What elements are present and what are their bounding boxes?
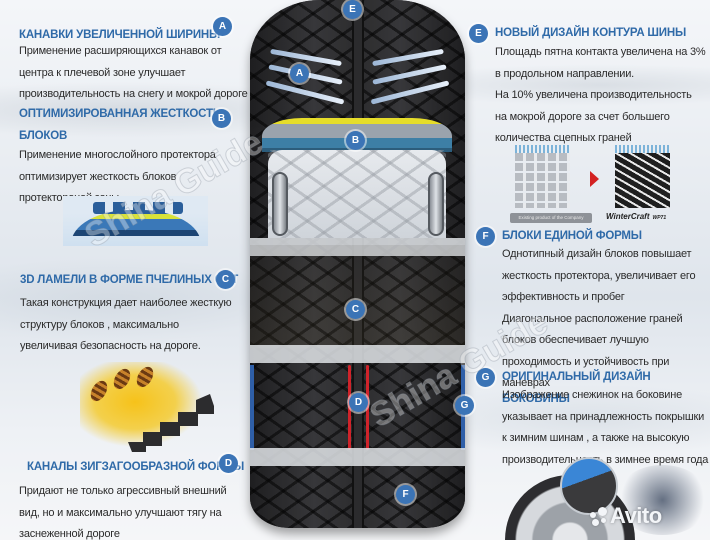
feature-c-title: 3D ламели в форме пчелиных сот [20,274,239,286]
feature-f-badge: F [476,227,495,246]
tire-marker-c: C [346,300,365,319]
feature-b-title: Оптимизированная жесткость блоков [19,108,221,142]
feature-e-description: Площадь пятна контакта увеличена на 3% в… [495,46,706,144]
feature-f-description: Однотипный дизайн блоков повышает жестко… [502,248,696,389]
feature-b-badge: B [212,109,231,128]
feature-e-badge: E [469,24,488,43]
avito-logo-icon [590,507,610,527]
honeycomb-bees-image [80,362,220,457]
feature-d-description: Придают не только агрессивный внешний ви… [19,485,227,540]
feature-f-title: Блоки единой формы [502,230,642,242]
feature-d-title: Каналы зигзагообразной формы [27,461,245,473]
feature-e-title: Новый дизайн контура шины [495,27,686,39]
new-tread-pattern [615,153,670,208]
tire-marker-b: B [346,131,365,150]
feature-g-title: Оригинальный дизайн боковины [502,371,651,405]
multilayer-tread-image [63,196,208,246]
arrow-right-icon [590,171,599,187]
feature-a-description: Применение расширяющихся канавок от цент… [19,45,248,100]
wheel-sidewall-image [505,455,710,540]
avito-watermark: Avito [610,503,662,528]
tread-comparison-image: Existing product of the Company WinterCr… [510,143,700,228]
feature-g-badge: G [476,368,495,387]
section-divider [250,238,465,256]
tire-marker-e: E [343,0,362,19]
feature-d-badge: D [219,454,238,473]
inner-cutaway [268,150,446,238]
tire-marker-g: G [455,396,474,415]
tire-marker-a: A [290,64,309,83]
old-tread-pattern [515,153,570,208]
feature-g-description: Изображение снежинок на боковине указыва… [502,389,709,466]
tire-marker-d: D [349,393,368,412]
section-divider [250,345,465,363]
feature-c-description: Такая конструкция дает наиболее жесткую … [20,297,232,352]
tire-marker-f: F [396,485,415,504]
feature-a-badge: A [213,17,232,36]
feature-c-badge: C [216,270,235,289]
zigzag-block-icon [128,394,214,452]
bead-right [428,172,444,236]
sidewall-zoom-lens [560,457,618,515]
sidewall-edge-left [250,365,254,450]
tire-illustration [250,0,465,528]
section-divider [250,448,465,466]
zigzag-channel-right [366,365,369,450]
bead-left [272,172,288,236]
old-product-caption: Existing product of the Company [510,213,592,223]
feature-a-title: Канавки увеличенной ширины [19,29,221,41]
sipe-zone [250,245,465,348]
